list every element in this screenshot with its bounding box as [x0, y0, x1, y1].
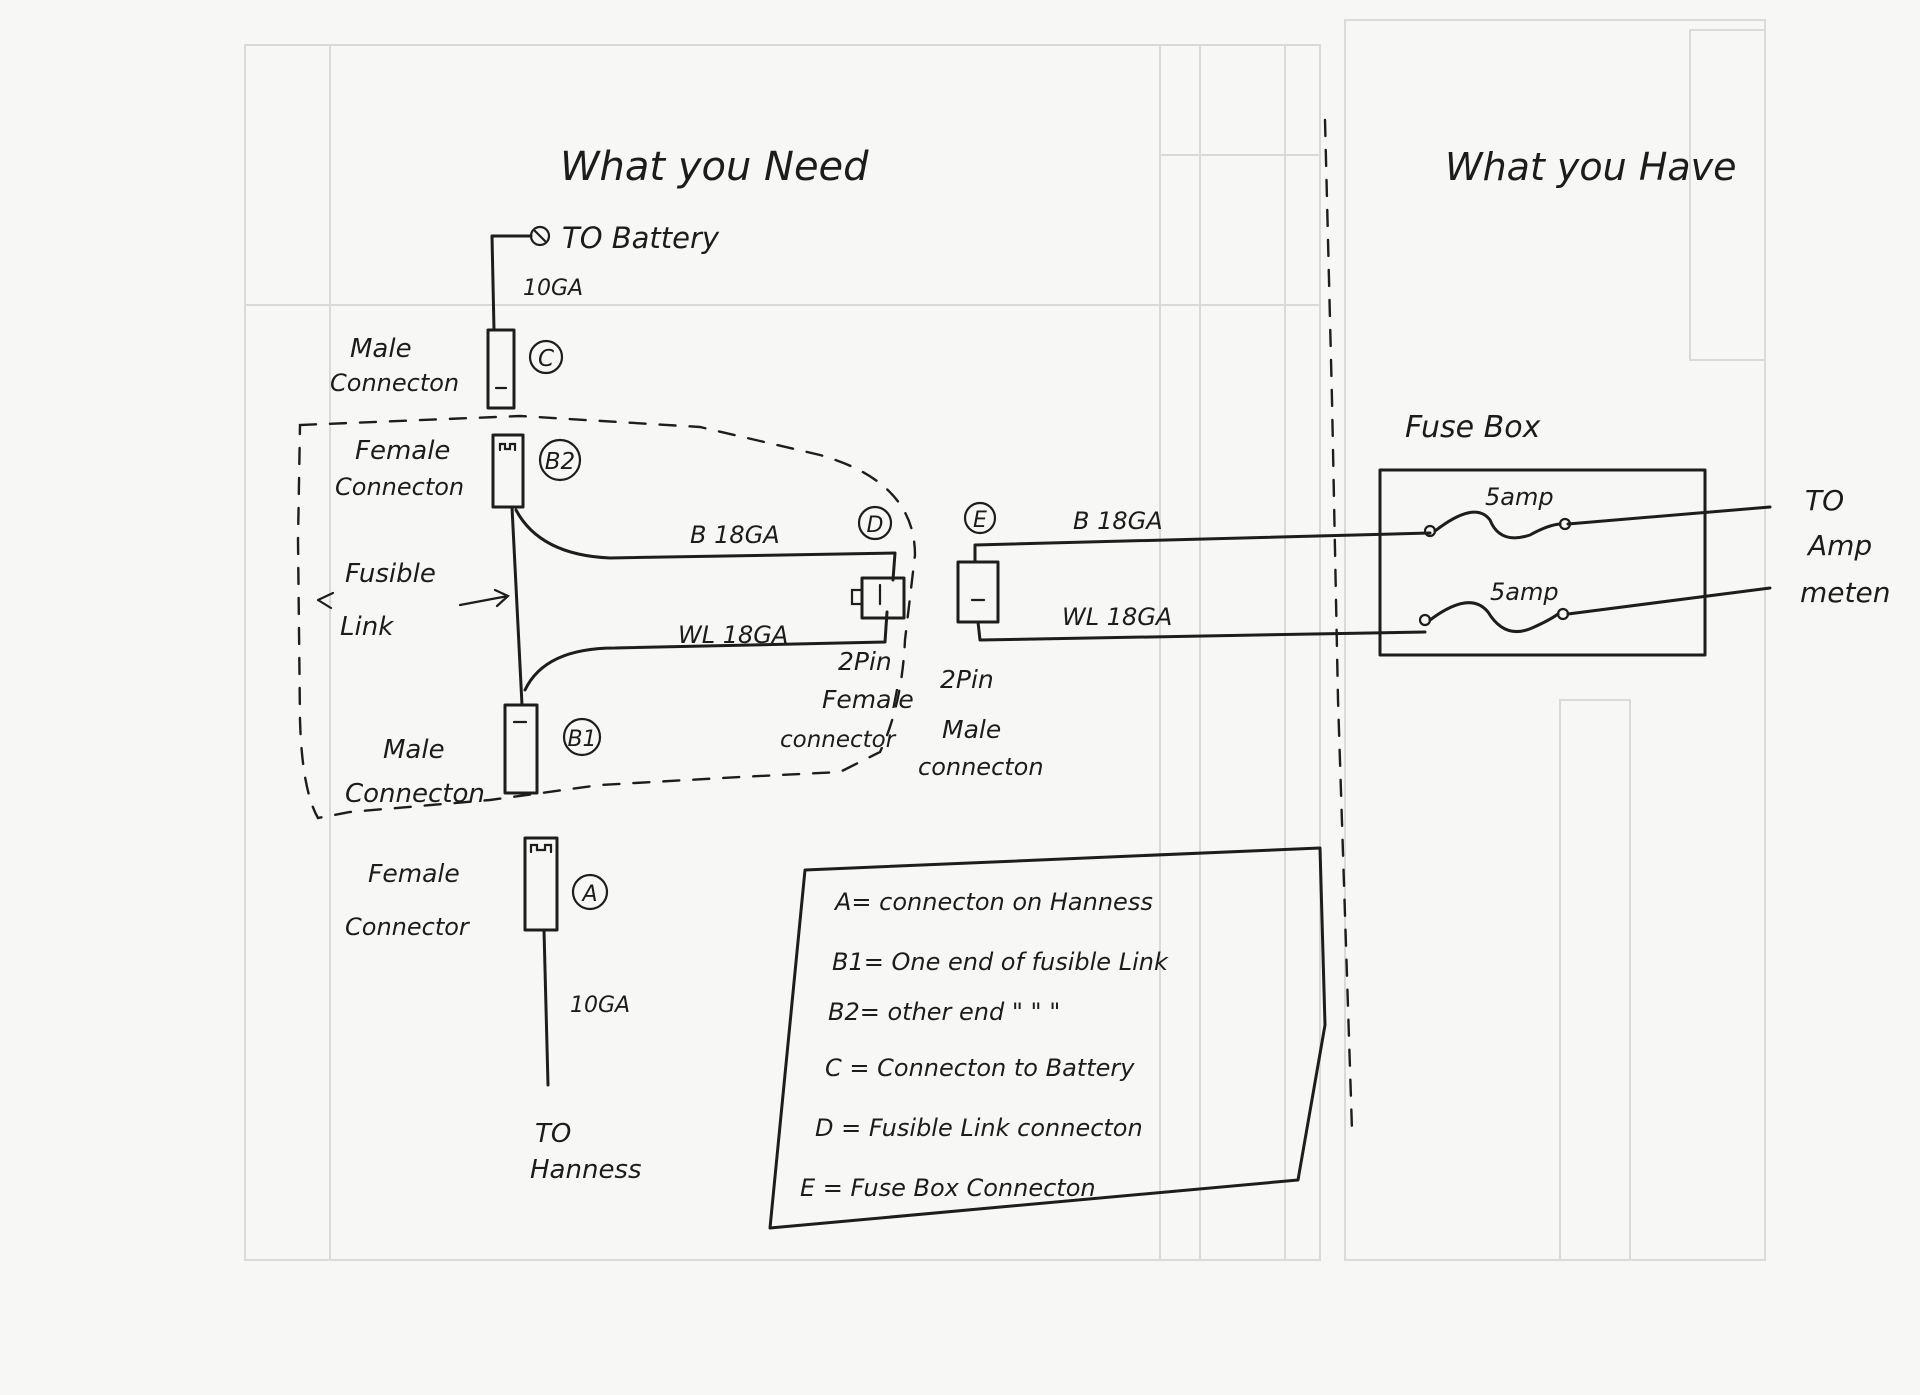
- harness-wire: [542, 928, 550, 1087]
- wire-d-bottom-label: WL 18GA: [678, 621, 788, 649]
- battery-wire: [490, 234, 533, 332]
- amp-meter-label-2: Amp: [1806, 529, 1872, 562]
- connector-b2-body: [491, 433, 525, 509]
- connector-e-label-2: Male: [942, 715, 1001, 744]
- connector-c-body: [486, 328, 516, 410]
- divider-line: [1323, 118, 1354, 1132]
- fuse-box-outline: [1378, 468, 1707, 657]
- connector-b2-tag: B2: [545, 449, 575, 475]
- legend-item-d: D = Fusible Link connecton: [815, 1114, 1143, 1142]
- connector-d-label-1: 2Pin: [838, 647, 892, 676]
- connector-b1-label-2: Connecton: [345, 779, 485, 809]
- connector-a-label-2: Connector: [345, 913, 471, 941]
- connector-e-tag: E: [973, 508, 987, 533]
- fusible-link-enclosure: [296, 414, 917, 820]
- fuse-2-element: [1428, 601, 1560, 633]
- fuse-1-label: 5amp: [1485, 483, 1554, 511]
- wire-e-to-fuse-2: [976, 620, 1427, 642]
- legend-item-a: A= connecton on Hanness: [833, 888, 1153, 916]
- connector-e-body: [956, 560, 1000, 624]
- connector-e-label-3: connecton: [918, 753, 1044, 781]
- connector-b1-tag-circle: [562, 717, 602, 757]
- battery-label: TO Battery: [562, 221, 720, 255]
- connector-b2-tag-circle: [538, 438, 582, 482]
- connector-d-body: [860, 576, 906, 620]
- harness-label-2: Hanness: [530, 1155, 642, 1185]
- connector-b1-body: [503, 703, 539, 795]
- connector-b2-socket: [498, 442, 517, 452]
- legend-box: [768, 846, 1327, 1230]
- fuse-2-label: 5amp: [1490, 578, 1559, 606]
- connector-b2-label-2: Connecton: [335, 473, 464, 501]
- harness-label-1: TO: [535, 1119, 571, 1149]
- amp-meter-label-1: TO: [1805, 484, 1844, 517]
- wire-e-top-label: B 18GA: [1073, 507, 1163, 535]
- connector-c-tag: C: [538, 346, 554, 372]
- legend-item-b1: B1= One end of fusible Link: [832, 948, 1169, 976]
- connector-d-tag: D: [867, 513, 884, 538]
- fusible-link-label-1: Fusible: [345, 559, 436, 589]
- connector-e-label-1: 2Pin: [940, 665, 994, 694]
- connector-a-socket: [529, 843, 553, 854]
- connector-e-tag-circle: [963, 501, 997, 535]
- bleed-through-background: [244, 19, 1766, 1261]
- harness-gauge-label: 10GA: [570, 993, 630, 1018]
- connector-b1-label-1: Male: [383, 735, 445, 765]
- fusible-link-right-arrow-icon: [458, 588, 510, 608]
- connector-b1-tag: B1: [567, 727, 596, 752]
- heading-what-you-have: What you Have: [1445, 145, 1737, 189]
- connector-d-label-3: connector: [780, 727, 897, 753]
- connector-a-tag-circle: [571, 873, 609, 911]
- connector-a-tag: A: [580, 882, 597, 907]
- wire-b-to-d: [514, 508, 897, 582]
- heading-what-you-need: What you Need: [560, 144, 869, 190]
- fusible-link-trunk: [510, 505, 524, 707]
- connector-d-label-2: Female: [822, 685, 914, 714]
- legend-item-b2: B2= other end " " ": [828, 998, 1060, 1026]
- connector-a-body: [523, 836, 559, 932]
- legend-item-e: E = Fuse Box Connecton: [800, 1174, 1096, 1202]
- fuse-box-title: Fuse Box: [1405, 410, 1541, 445]
- connector-c-label-1: Male: [350, 334, 412, 364]
- wire-wl-to-d: [523, 610, 889, 692]
- fuse-1-element: [1433, 510, 1562, 540]
- connector-c-tag-circle: [528, 339, 564, 375]
- connector-a-label-1: Female: [368, 859, 460, 888]
- amp-meter-label-3: meten: [1800, 576, 1890, 609]
- connector-c-label-2: Connecton: [330, 369, 459, 397]
- battery-terminal-mark: [533, 229, 547, 243]
- wire-e-to-fuse-1: [973, 531, 1432, 564]
- fuse-1-output-wire: [1566, 505, 1772, 526]
- connector-b2-label-1: Female: [355, 436, 450, 466]
- battery-gauge-label: 10GA: [523, 276, 583, 301]
- fuse-2-output-wire: [1566, 586, 1772, 616]
- connector-d-tag-circle: [857, 505, 893, 541]
- fusible-link-left-arrow-icon: [316, 591, 335, 610]
- connector-d-latch: [850, 588, 864, 606]
- fusible-link-label-2: Link: [340, 612, 394, 642]
- wire-e-bottom-label: WL 18GA: [1062, 603, 1172, 631]
- wire-d-top-label: B 18GA: [690, 521, 780, 549]
- legend-item-c: C = Connecton to Battery: [825, 1054, 1135, 1082]
